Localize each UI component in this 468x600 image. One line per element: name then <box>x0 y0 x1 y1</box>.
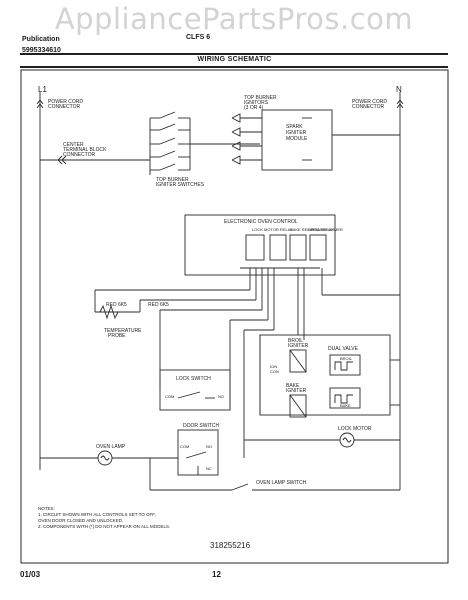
lock-switch-label: LOCK SWITCH <box>176 376 211 382</box>
power-cord-right-line1: POWER CORD <box>352 99 387 105</box>
power-cord-right-line2: CONNECTOR <box>352 104 385 110</box>
relay-bake: BAKE RELAY <box>290 227 315 232</box>
bake-igniter-line2: IGNITER <box>286 388 307 394</box>
rtd-left-label: RED 6K5 <box>106 302 127 308</box>
probe-line2: PROBE <box>108 333 126 339</box>
title-rule <box>20 66 448 68</box>
con-label: CON <box>270 369 279 374</box>
note-1-cont: OVEN DOOR CLOSED AND UNLOCKED. <box>38 518 123 523</box>
bake-igniter-line1: BAKE <box>286 383 300 389</box>
relay-broil: BROIL RELAY <box>308 227 334 232</box>
page-title: WIRING SCHEMATIC <box>197 56 272 63</box>
lock-switch-com: COM <box>165 394 174 399</box>
note-2: 2. COMPONENTS WITH (*) DO NOT APPEAR ON … <box>38 524 170 529</box>
note-1: 1. CIRCUIT SHOWN WITH ALL CONTROLS SET T… <box>38 512 156 517</box>
watermark: AppliancePartsPros.com <box>54 2 414 36</box>
publication-label: Publication <box>22 36 60 43</box>
dual-valve-label: DUAL VALVE <box>328 346 359 352</box>
ignitors-line1: TOP BURNER <box>244 95 277 101</box>
door-switch-com: COM <box>180 444 189 449</box>
spark-module-line2: IGNITER <box>286 130 307 136</box>
broil-label: BROIL <box>340 356 353 361</box>
probe-line1: TEMPERATURE <box>104 328 142 334</box>
ignitors-line2: IGNITORS <box>244 100 269 106</box>
drawing-number: 318255216 <box>210 541 251 550</box>
spark-module-line1: SPARK <box>286 124 303 130</box>
power-cord-left-line1: POWER CORD <box>48 99 83 105</box>
door-switch-no: NO <box>206 444 212 449</box>
transformer-label: TRANSFORMER <box>312 227 343 232</box>
header-rule <box>20 53 448 55</box>
switches-line1: TOP BURNER <box>156 177 189 183</box>
ignitors-line3: (3 OR 4) <box>244 105 264 111</box>
publication-header: Publication 5995334610 <box>22 34 61 56</box>
lock-switch-no: NO <box>218 394 224 399</box>
eoc-label: ELECTRONIC OVEN CONTROL <box>224 219 298 225</box>
center-connector-line1: CENTER <box>63 142 84 148</box>
oven-lamp-label: OVEN LAMP <box>96 444 126 450</box>
footer-date: 01/03 <box>20 570 41 579</box>
publication-number: 5995334610 <box>22 47 61 54</box>
spark-module-line3: MODULE <box>286 136 308 142</box>
page-number: 12 <box>212 570 221 579</box>
rtd-right-label: RED 6K5 <box>148 302 169 308</box>
broil-igniter-line2: IGNITER <box>288 343 309 349</box>
relay-lock-motor: LOCK MOTOR RELAY <box>252 227 293 232</box>
center-connector-line2: TERMINAL BLOCK <box>63 147 107 153</box>
switches-line2: IGNITER SWITCHES <box>156 182 205 188</box>
door-switch-nc: NC <box>206 466 212 471</box>
model-header: CLFS 6 <box>186 34 211 41</box>
power-cord-left-line2: CONNECTOR <box>48 104 81 110</box>
notes-heading: NOTES: <box>38 506 55 511</box>
center-connector-line3: CONNECTOR <box>63 152 96 158</box>
door-switch-label: DOOR SWITCH <box>183 423 219 429</box>
n-label: N <box>396 85 402 94</box>
bake-label: BAKE <box>340 403 351 408</box>
broil-igniter-line1: BROIL <box>288 338 303 344</box>
ign-label: IGN <box>270 364 277 369</box>
oven-lamp-switch-label: OVEN LAMP SWITCH <box>256 480 307 486</box>
lock-motor-label: LOCK MOTOR <box>338 426 372 432</box>
l1-label: L1 <box>38 85 47 94</box>
